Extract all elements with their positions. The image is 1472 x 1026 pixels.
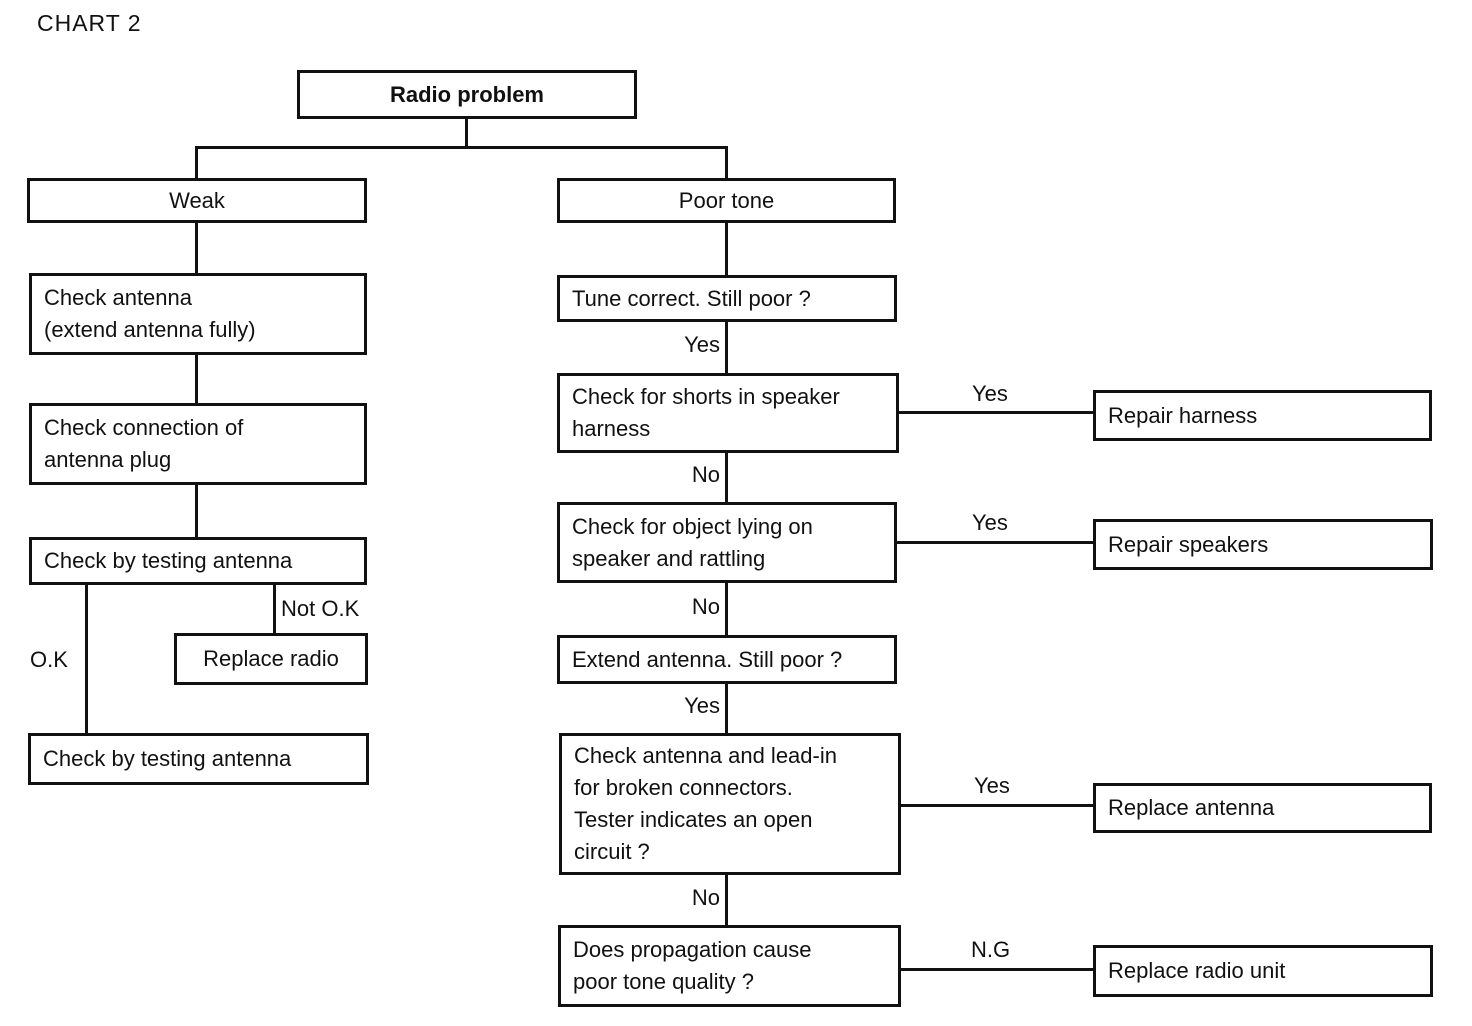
edge-label-yes-antenna: Yes [974, 773, 1010, 798]
node-tune-correct: Tune correct. Still poor ? [557, 275, 897, 322]
connector-to-repair-harness [899, 411, 1093, 414]
edge-label-no-leadin: No [691, 885, 720, 910]
chart-title: CHART 2 [37, 10, 142, 36]
node-extend-antenna: Extend antenna. Still poor ? [557, 635, 897, 684]
connector-not-ok-branch [273, 585, 276, 633]
connector-poor-5 [725, 684, 728, 733]
connector-to-poor-tone [725, 146, 728, 178]
edge-label-no-object: No [691, 594, 720, 619]
connector-weak-2 [195, 355, 198, 403]
node-check-connection: Check connection of antenna plug [29, 403, 367, 485]
edge-label-ok: O.K [30, 647, 68, 672]
node-radio-problem: Radio problem [297, 70, 637, 119]
connector-weak-1 [195, 223, 198, 273]
connector-to-weak [195, 146, 198, 178]
connector-root-stub [465, 119, 468, 148]
node-propagation: Does propagation cause poor tone quality… [558, 925, 901, 1007]
node-check-leadin: Check antenna and lead-in for broken con… [559, 733, 901, 875]
connector-to-repair-speakers [897, 541, 1093, 544]
node-check-shorts: Check for shorts in speaker harness [557, 373, 899, 453]
connector-poor-1 [725, 223, 728, 275]
edge-label-yes-speakers: Yes [972, 510, 1008, 535]
connector-weak-3 [195, 485, 198, 537]
edge-label-ng: N.G [971, 937, 1011, 962]
node-poor-tone: Poor tone [557, 178, 896, 223]
connector-poor-6 [725, 875, 728, 925]
connector-poor-4 [725, 583, 728, 635]
node-check-antenna: Check antenna (extend antenna fully) [29, 273, 367, 355]
connector-poor-2 [725, 322, 728, 373]
edge-label-yes-extend: Yes [684, 693, 720, 718]
node-replace-radio-unit: Replace radio unit [1093, 945, 1433, 997]
edge-label-not-ok: Not O.K [281, 596, 360, 621]
node-check-testing-1: Check by testing antenna [29, 537, 367, 585]
connector-to-replace-antenna [901, 804, 1093, 807]
node-replace-antenna: Replace antenna [1093, 783, 1432, 833]
node-repair-harness: Repair harness [1093, 390, 1432, 441]
node-repair-speakers: Repair speakers [1093, 519, 1433, 570]
edge-label-yes-harness: Yes [972, 381, 1008, 406]
node-weak: Weak [27, 178, 367, 223]
connector-to-replace-radio-unit [901, 968, 1093, 971]
node-check-object: Check for object lying on speaker and ra… [557, 502, 897, 583]
node-replace-radio: Replace radio [174, 633, 368, 685]
edge-label-yes-tune: Yes [684, 332, 720, 357]
edge-label-no-shorts: No [691, 462, 720, 487]
connector-ok-branch [85, 585, 88, 733]
connector-root-horizontal [195, 146, 728, 149]
node-check-testing-2: Check by testing antenna [28, 733, 369, 785]
connector-poor-3 [725, 453, 728, 502]
